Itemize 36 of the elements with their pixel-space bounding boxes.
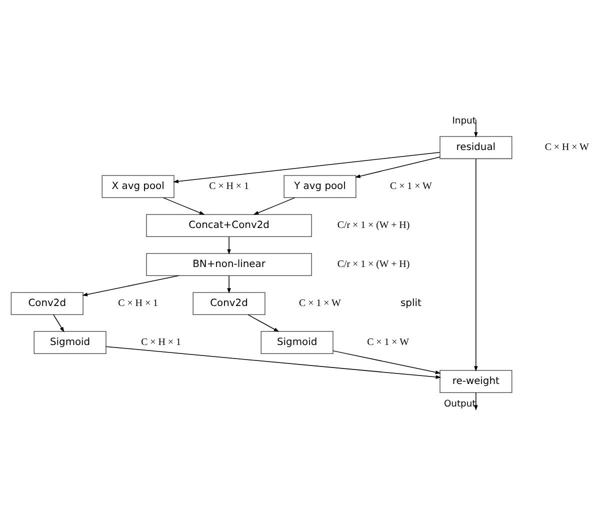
node-label: C × H × 1 <box>118 298 158 310</box>
arrow <box>227 275 231 294</box>
edge-label: Output <box>444 398 476 410</box>
arrow <box>253 197 296 215</box>
node-label: C × 1 × W <box>390 181 432 192</box>
node-box: Sigmoid <box>34 331 106 354</box>
node-label: C × H × W <box>544 142 589 154</box>
arrow <box>53 314 64 332</box>
arrow <box>248 314 280 332</box>
node-box: re-weight <box>440 370 512 393</box>
arrow <box>474 158 478 372</box>
arrow <box>474 392 478 410</box>
node-label: C × 1 × W <box>367 337 409 348</box>
node-box: Conv2d <box>192 292 266 315</box>
node-label: C × 1 × W <box>299 298 341 310</box>
arrow <box>173 152 440 184</box>
edge-label: Input <box>452 115 476 126</box>
node-label: C × H × 1 <box>141 337 181 348</box>
node-label: C/r × 1 × (W + H) <box>337 259 410 270</box>
arrow <box>106 346 442 379</box>
label: split <box>400 298 422 310</box>
arrow <box>332 350 441 374</box>
arrow <box>162 197 205 215</box>
arrow <box>82 275 180 296</box>
arrow <box>227 236 231 255</box>
node-box: X avg pool <box>102 175 174 198</box>
node-box: Sigmoid <box>260 331 334 354</box>
node-box: Y avg pool <box>284 175 356 198</box>
node-box: residual <box>440 136 512 160</box>
node-label: C/r × 1 × (W + H) <box>337 220 410 232</box>
arrow <box>474 119 478 138</box>
node-box: BN+non-linear <box>146 253 312 276</box>
node-box: Concat+Conv2d <box>146 214 312 238</box>
node-label: C × H × 1 <box>209 181 249 192</box>
node-box: Conv2d <box>10 292 84 315</box>
arrow <box>354 156 440 178</box>
